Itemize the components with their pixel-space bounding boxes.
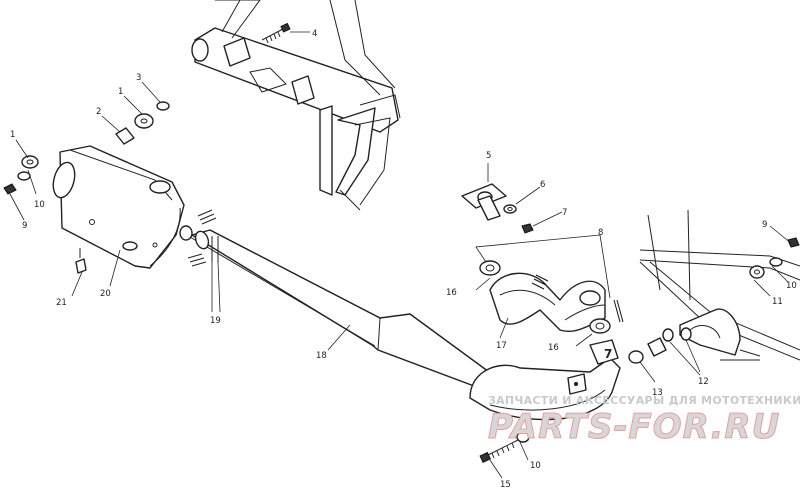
label-4: 4 <box>312 29 317 39</box>
label-9: 9 <box>762 220 767 230</box>
washer-6 <box>503 204 517 214</box>
label-21: 21 <box>56 298 67 308</box>
seal-16a <box>479 260 501 276</box>
label-8: 8 <box>598 228 603 238</box>
gasket-5 <box>461 183 507 221</box>
label-5: 5 <box>486 151 491 161</box>
nut-9b <box>787 237 800 248</box>
frame-right <box>639 209 800 361</box>
grommet-1b <box>134 113 154 129</box>
muffler <box>52 145 193 269</box>
washer-3 <box>156 101 170 111</box>
label-11: 11 <box>772 297 783 307</box>
label-13: 13 <box>652 388 663 398</box>
nut-7 <box>521 223 534 234</box>
label-10: 10 <box>786 281 797 291</box>
watermark-tagline: ЗАПЧАСТИ И АКСЕССУАРЫ ДЛЯ МОТОТЕХНИКИ <box>488 394 800 407</box>
washer-10c <box>769 257 783 267</box>
grommet-1a <box>21 155 39 169</box>
label-19: 19 <box>210 316 221 326</box>
washer-10a <box>17 171 31 181</box>
label-6: 6 <box>540 180 545 190</box>
frame-upper <box>191 0 401 211</box>
seal-16b <box>589 318 611 334</box>
label-20: 20 <box>100 289 111 299</box>
grommet-11 <box>749 265 765 279</box>
mount-12-13 <box>628 327 692 364</box>
label-16: 16 <box>548 343 559 353</box>
label-16: 16 <box>446 288 457 298</box>
nut-9a <box>3 183 17 195</box>
callouts: 1 10 9 2 1 3 4 21 20 19 18 5 6 7 8 16 17… <box>10 29 797 488</box>
label-17: 17 <box>496 341 507 351</box>
label-12: 12 <box>698 377 709 387</box>
label-3: 3 <box>136 73 141 83</box>
bolt-15 <box>479 439 519 463</box>
leader-lines <box>9 31 793 479</box>
washer-10b <box>516 431 530 443</box>
watermark-brand: PARTS-FOR.RU <box>488 407 780 447</box>
label-1: 1 <box>10 130 15 140</box>
watermark: ЗАПЧАСТИ И АКСЕССУАРЫ ДЛЯ МОТОТЕХНИКИ PA… <box>488 394 800 448</box>
label-7: 7 <box>562 208 567 218</box>
label-15: 15 <box>500 480 511 488</box>
label-10: 10 <box>34 200 45 210</box>
springs-19 <box>187 209 219 267</box>
label-1: 1 <box>118 87 123 97</box>
label-9: 9 <box>22 221 27 231</box>
head-pipe <box>489 272 624 332</box>
bolt-4 <box>261 22 291 44</box>
label-10: 10 <box>530 461 541 471</box>
exhaust-pipe <box>189 229 621 421</box>
label-2: 2 <box>96 107 101 117</box>
spacer-2 <box>115 127 135 145</box>
label-7-pipe: 7 <box>604 347 612 361</box>
label-18: 18 <box>316 351 327 361</box>
bolt-21 <box>75 248 87 274</box>
